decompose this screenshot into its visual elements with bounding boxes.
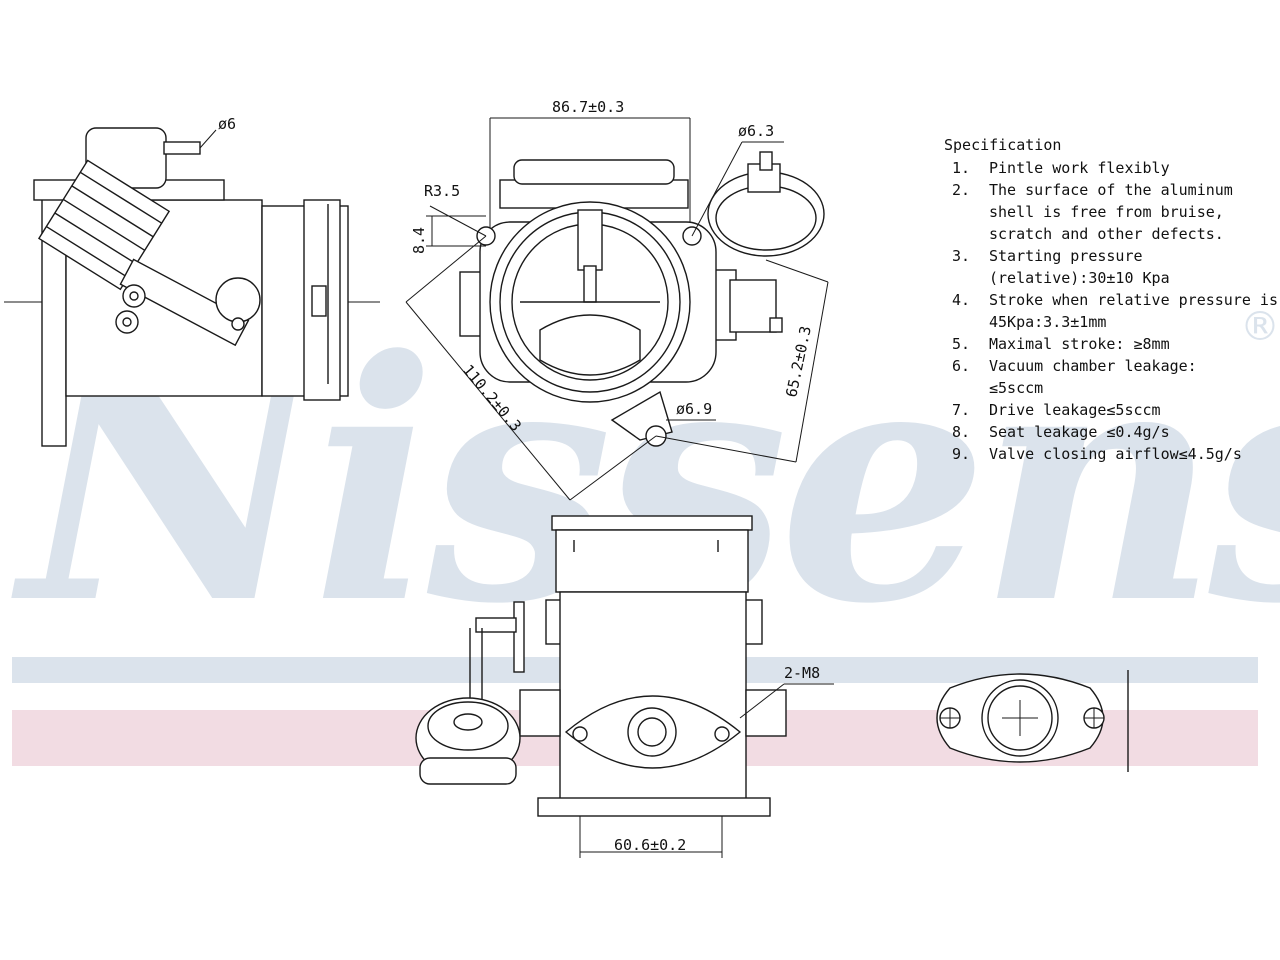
spec-line: Valve closing airflow≤4.5g/s — [989, 445, 1242, 463]
dim-bottom-width: 60.6±0.2 — [614, 836, 686, 854]
registered-mark: ® — [1240, 304, 1280, 350]
spec-number: 5. — [952, 335, 971, 353]
spec-number: 3. — [952, 247, 971, 265]
spec-number: 1. — [952, 159, 971, 177]
side-view: ø6 — [4, 115, 380, 447]
spec-line: The surface of the aluminum — [989, 181, 1233, 199]
spec-line: Stroke when relative pressure is — [989, 291, 1278, 309]
dim-thread: 2-M8 — [784, 664, 820, 682]
specification-title: Specification — [944, 136, 1062, 154]
spec-line: 45Kpa:3.3±1mm — [989, 313, 1107, 331]
spec-line: scratch and other defects. — [989, 225, 1224, 243]
spec-item: 7. Drive leakage≤5sccm — [944, 399, 1280, 421]
spec-item: 8. Seat leakage ≤0.4g/s — [944, 421, 1280, 443]
spec-line: ≤5sccm — [989, 379, 1044, 397]
spec-line: Pintle work flexibly — [989, 159, 1170, 177]
spec-number: 9. — [952, 445, 971, 463]
spec-item: 9. Valve closing airflow≤4.5g/s — [944, 443, 1280, 465]
spec-number: 6. — [952, 357, 971, 375]
spec-number: 8. — [952, 423, 971, 441]
spec-line: Maximal stroke: ≥8mm — [989, 335, 1170, 353]
top-view: 60.6±0.2 2-M8 — [415, 515, 834, 858]
spec-line: Starting pressure — [989, 247, 1143, 265]
dim-d6-3: ø6.3 — [738, 122, 774, 140]
spec-item: 2. The surface of the aluminum shell is … — [944, 179, 1280, 245]
spec-number: 7. — [952, 401, 971, 419]
gasket-view — [936, 670, 1129, 772]
spec-item: 3. Starting pressure (relative):30±10 Kp… — [944, 245, 1280, 289]
spec-item: 1. Pintle work flexibly — [944, 157, 1280, 179]
dim-width-top: 86.7±0.3 — [552, 98, 624, 116]
specification-panel: Specification 1. Pintle work flexibly 2.… — [944, 134, 1280, 465]
spec-line: Seat leakage ≤0.4g/s — [989, 423, 1170, 441]
spec-line: Drive leakage≤5sccm — [989, 401, 1161, 419]
dim-8-4: 8.4 — [410, 227, 428, 254]
spec-number: 2. — [952, 181, 971, 199]
spec-line: (relative):30±10 Kpa — [989, 269, 1170, 287]
dim-r3-5: R3.5 — [424, 182, 460, 200]
dim-d6: ø6 — [218, 115, 236, 133]
spec-line: Vacuum chamber leakage: — [989, 357, 1197, 375]
spec-item: 5. Maximal stroke: ≥8mm — [944, 333, 1280, 355]
spec-line: shell is free from bruise, — [989, 203, 1224, 221]
spec-item: 4. Stroke when relative pressure is 45Kp… — [944, 289, 1280, 333]
spec-item: 6. Vacuum chamber leakage: ≤5sccm — [944, 355, 1280, 399]
dim-d6-9: ø6.9 — [676, 400, 712, 418]
front-view: 86.7±0.3 R3.5 8.4 110.2±0.3 — [405, 98, 829, 501]
spec-number: 4. — [952, 291, 971, 309]
